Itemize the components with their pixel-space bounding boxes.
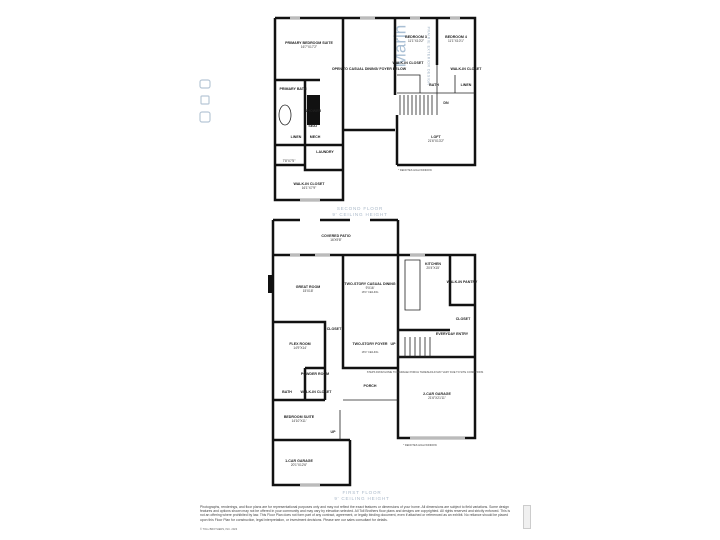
- second-floor-room-name: WALK-IN CLOSET: [393, 61, 425, 65]
- second-floor-room-dimensions: 11'1"X10'1": [448, 39, 464, 43]
- first-floor-room-dimensions: 9'X16': [366, 286, 375, 290]
- first-floor-plan: [268, 218, 477, 487]
- first-floor-room-dimensions: 16'X9'8": [330, 238, 342, 242]
- second-floor-room-name: SHOWER: [305, 109, 322, 113]
- second-floor-room-name: BEDROOM 4: [445, 35, 467, 39]
- second-floor-room-name: WALK-IN CLOSET: [451, 67, 483, 71]
- second-floor-room-name: OPEN TO CASUAL DINING/ FOYER BELOW: [332, 67, 407, 71]
- second-floor-room-name: PRIMARY BEDROOM SUITE: [285, 41, 333, 45]
- first-floor-ceiling: 9' CEILING HEIGHT: [334, 496, 389, 501]
- second-floor-room-dimensions: 16'1"X7'9": [302, 186, 316, 190]
- second-floor-room-name: BATH: [429, 83, 439, 87]
- first-floor-room-name: PORCH: [364, 384, 377, 388]
- first-floor-room-name: TWO-STORY CASUAL DINING: [344, 282, 395, 286]
- second-floor-room-name: WALK-IN CLOSET: [294, 182, 326, 186]
- first-floor-room-name: COVERED PATIO: [321, 234, 350, 238]
- first-floor-room-dimensions: 15'X18': [303, 289, 314, 293]
- second-floor-room-dimensions: 11'1"X10'2": [408, 39, 424, 43]
- second-floor-room-dimensions: 7'8"X7'5": [283, 159, 296, 163]
- first-floor-room-name: CLOSET: [327, 327, 342, 331]
- second-floor-plan: [273, 16, 477, 202]
- second-floor-room-name: LAUNDRY: [316, 150, 334, 154]
- first-floor-room-name: CLOSET: [456, 317, 471, 321]
- second-floor-room-name: LINEN: [291, 135, 302, 139]
- first-floor-room-name: GREAT ROOM: [296, 285, 321, 289]
- certification-badge: [523, 505, 531, 529]
- second-floor-window-note: * DENOTES HIGH WINDOW: [398, 168, 432, 172]
- first-floor-room-name: 1-CAR GARAGE: [285, 459, 313, 463]
- second-floor-room-name: MECH: [310, 135, 321, 139]
- first-floor-room-name: FLEX ROOM: [289, 342, 310, 346]
- first-floor-room-dimensions: 21'6"X21'11": [428, 396, 446, 400]
- first-floor-room-name: WALK-IN CLOSET: [301, 390, 333, 394]
- feature-icons: [199, 79, 211, 123]
- first-floor-room-name: EVERYDAY ENTRY: [436, 332, 469, 336]
- second-floor-label: SECOND FLOOR: [337, 206, 383, 211]
- fireplace: [268, 275, 273, 293]
- disclaimer: Photographs, renderings, and floor plans…: [200, 505, 511, 522]
- first-floor-room-name: POWDER ROOM: [301, 372, 329, 376]
- first-floor-room-name: BEDROOM SUITE: [284, 415, 315, 419]
- first-floor-room-dimensions: 14'10"X11': [292, 419, 307, 423]
- second-floor-room-name: LINEN: [461, 83, 472, 87]
- first-floor-room-name: TWO-STORY FOYER: [352, 342, 387, 346]
- first-floor-room-dimensions: 20'4"X15': [426, 266, 440, 270]
- first-floor-room-ceiling-note: 18'4" CEILING: [362, 350, 379, 354]
- first-floor-room-name: WALK-IN PANTRY: [447, 280, 478, 284]
- first-floor-room-name: UP: [391, 342, 397, 346]
- second-floor-ceiling: 9' CEILING HEIGHT: [332, 212, 387, 217]
- copyright: © TOLL BROTHERS, INC. 2023: [200, 528, 238, 531]
- first-floor-room-ceiling-note: 18'4" CEILING: [362, 290, 379, 294]
- second-floor-room-name: SEAT: [308, 124, 318, 128]
- second-floor-room-name: PRIMARY BATH: [279, 87, 306, 91]
- second-floor-room-name: BEDROOM 3: [405, 35, 427, 39]
- garage-threshold-note: STEPS FROM HOME TO GARAGE/ PORCH THRESHO…: [367, 370, 484, 374]
- first-floor-room-dimensions: 20'1"X12'6": [291, 463, 307, 467]
- first-floor-room-name: UP: [331, 430, 337, 434]
- second-floor-room-name: LOFT: [431, 135, 441, 139]
- first-floor-window-note: * DENOTES HIGH WINDOW: [403, 443, 437, 447]
- first-floor-room-name: 2-CAR GARAGE: [423, 392, 451, 396]
- shower-wall: [307, 95, 320, 125]
- second-floor-room-dimensions: 16'7"X17'2": [301, 45, 317, 49]
- first-floor-room-name: KITCHEN: [425, 262, 441, 266]
- first-floor-label: FIRST FLOOR: [342, 490, 381, 495]
- second-floor-room-name: DN: [443, 101, 449, 105]
- first-floor-room-dimensions: 14'9"X14': [293, 346, 307, 350]
- bathtub: [278, 104, 292, 126]
- first-floor-room-name: BATH: [282, 390, 292, 394]
- second-floor-room-dimensions: 21'6"X13'2": [428, 139, 444, 143]
